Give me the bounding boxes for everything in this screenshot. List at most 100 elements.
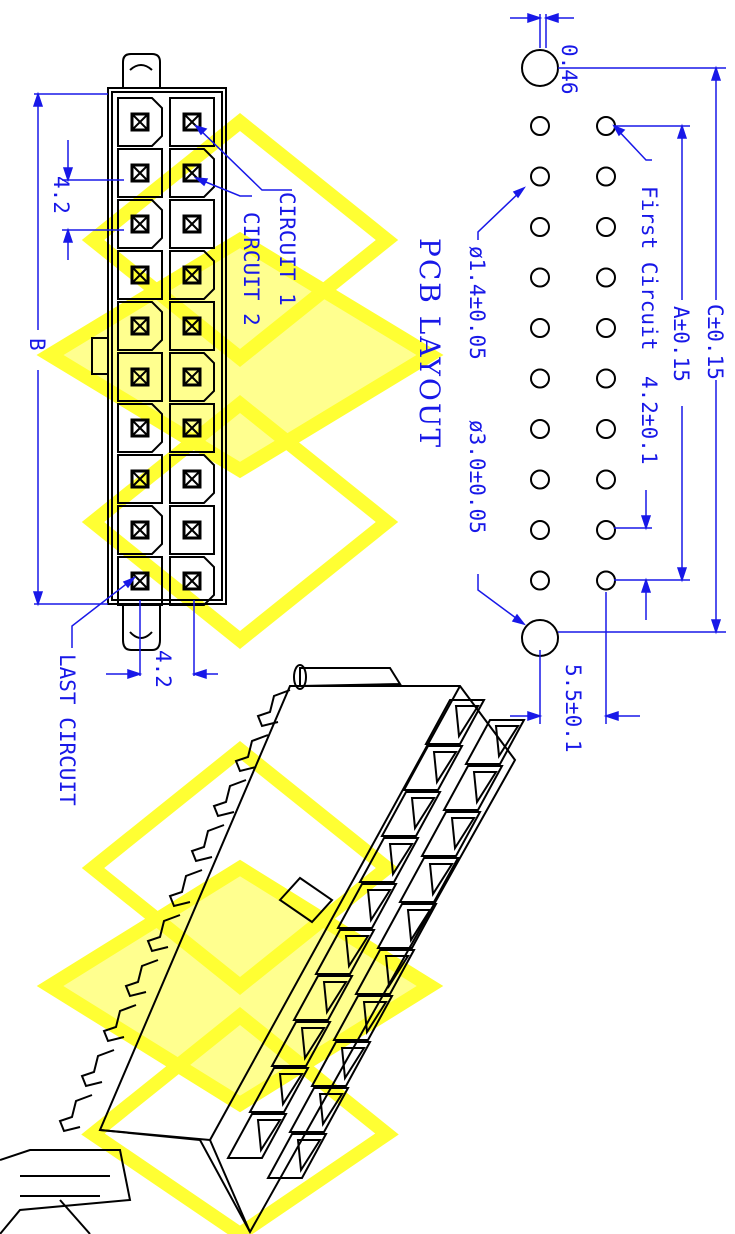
- iso-cavity-outer: [332, 995, 394, 1041]
- iso-cavity-outer: [336, 883, 398, 929]
- pcb-hole: [596, 570, 616, 591]
- pitch-tolerance-label: 4.2±0.1: [637, 376, 661, 465]
- peg-hole-top: [521, 49, 559, 87]
- terminal-cavity: [169, 352, 215, 402]
- last-circuit-label: LAST CIRCUIT: [55, 654, 79, 806]
- circuit-1-label: CIRCUIT 1: [275, 192, 299, 306]
- terminal-pin: [58, 1094, 93, 1133]
- terminal-cavity: [117, 97, 163, 147]
- pcb-hole: [530, 419, 550, 439]
- pcb-hole: [530, 368, 550, 389]
- iso-cavity-inner: [340, 1047, 366, 1081]
- iso-cavity-outer: [376, 903, 438, 949]
- iso-cavity-inner: [388, 843, 414, 877]
- iso-cavity-outer: [398, 857, 460, 903]
- overall-b-label: B: [25, 338, 49, 351]
- c-tolerance-label: C±0.15: [703, 304, 727, 380]
- iso-cavity-outer: [464, 719, 526, 765]
- pitch-horizontal-label: 4.2: [151, 650, 175, 688]
- terminal-pin: [234, 734, 269, 773]
- iso-cavity-inner: [344, 935, 370, 969]
- pcb-hole: [596, 267, 616, 288]
- iso-cavity-inner: [318, 1093, 344, 1127]
- iso-cavity-inner: [366, 889, 392, 923]
- iso-cavity-inner: [450, 817, 476, 851]
- terminal-cavity: [117, 352, 163, 402]
- terminal-cavity: [169, 556, 215, 606]
- iso-cavity-inner: [256, 1119, 282, 1153]
- iso-cavity-inner: [432, 751, 458, 785]
- iso-cavity-outer: [292, 975, 354, 1021]
- iso-cavity-outer: [270, 1021, 332, 1067]
- pcb-hole: [530, 116, 550, 136]
- iso-cavity-outer: [266, 1133, 328, 1179]
- pitch-vertical-label: 4.2: [49, 176, 73, 214]
- terminal-pin: [146, 914, 181, 953]
- pin-row: [58, 689, 291, 1133]
- iso-cavity-inner: [472, 771, 498, 805]
- connector-top-view: [91, 53, 227, 651]
- terminal-cavity: [117, 301, 163, 351]
- iso-cavity-outer: [424, 699, 486, 745]
- iso-cavity-outer: [226, 1113, 288, 1159]
- iso-cavity-outer: [288, 1087, 350, 1133]
- hole-small-label: ø1.4±0.05: [465, 246, 489, 360]
- connector-isometric-view: [0, 664, 526, 1234]
- pcb-hole: [530, 318, 550, 338]
- pcb-hole: [596, 318, 616, 338]
- terminal-cavity: [117, 250, 163, 300]
- hole-large-label: ø3.0±0.05: [465, 420, 489, 534]
- watermark-logo-bottom: [36, 741, 444, 1234]
- terminal-cavity: [117, 505, 163, 555]
- pcb-hole: [530, 217, 550, 237]
- iso-cavity-outer: [354, 949, 416, 995]
- first-circuit-label: First Circuit: [637, 186, 661, 350]
- iso-cavity-inner: [428, 863, 454, 897]
- cavity-grid: [117, 97, 215, 606]
- iso-cavity-inner: [454, 705, 480, 739]
- terminal-pin: [168, 869, 203, 908]
- terminal-cavity: [169, 301, 215, 351]
- pcb-hole: [530, 267, 550, 288]
- terminal-cavity: [117, 454, 163, 504]
- pcb-hole: [596, 419, 616, 439]
- pcb-hole: [596, 469, 616, 490]
- circuit-2-label: CIRCUIT 2: [239, 212, 263, 326]
- pcb-layout-title: PCB LAYOUT: [413, 238, 446, 449]
- iso-cavity-inner: [494, 725, 520, 759]
- terminal-holes: [530, 116, 616, 591]
- terminal-pin: [190, 824, 225, 863]
- pcb-hole: [530, 469, 550, 490]
- pcb-hole-pattern: [521, 49, 616, 657]
- terminal-cavity: [117, 403, 163, 453]
- peg-offset-label: 0.46: [557, 44, 581, 95]
- iso-cavity-inner: [406, 909, 432, 943]
- pcb-hole: [596, 116, 616, 136]
- terminal-cavity: [169, 199, 215, 249]
- iso-cavity-outer: [358, 837, 420, 883]
- iso-cavity-outer: [248, 1067, 310, 1113]
- terminal-pin: [212, 779, 247, 818]
- iso-cavity-inner: [278, 1073, 304, 1107]
- a-tolerance-label: A±0.15: [669, 306, 693, 382]
- iso-cavity-inner: [384, 955, 410, 989]
- iso-cavity-outer: [420, 811, 482, 857]
- iso-cavity-outer: [380, 791, 442, 837]
- isometric-cavities: [226, 699, 526, 1179]
- terminal-pin: [102, 1004, 137, 1043]
- pcb-dimensions: [477, 12, 726, 724]
- terminal-cavity: [117, 199, 163, 249]
- row-spacing-label: 5.5±0.1: [561, 664, 585, 753]
- pcb-hole: [596, 368, 616, 389]
- terminal-pin: [124, 959, 159, 998]
- iso-cavity-outer: [314, 929, 376, 975]
- top-view-dimensions: [32, 91, 292, 680]
- terminal-pin: [80, 1049, 115, 1088]
- terminal-cavity: [169, 403, 215, 453]
- iso-cavity-inner: [300, 1027, 326, 1061]
- pcb-hole: [530, 520, 550, 540]
- terminal-pin: [256, 689, 291, 728]
- terminal-cavity: [169, 505, 215, 555]
- terminal-cavity: [117, 148, 163, 198]
